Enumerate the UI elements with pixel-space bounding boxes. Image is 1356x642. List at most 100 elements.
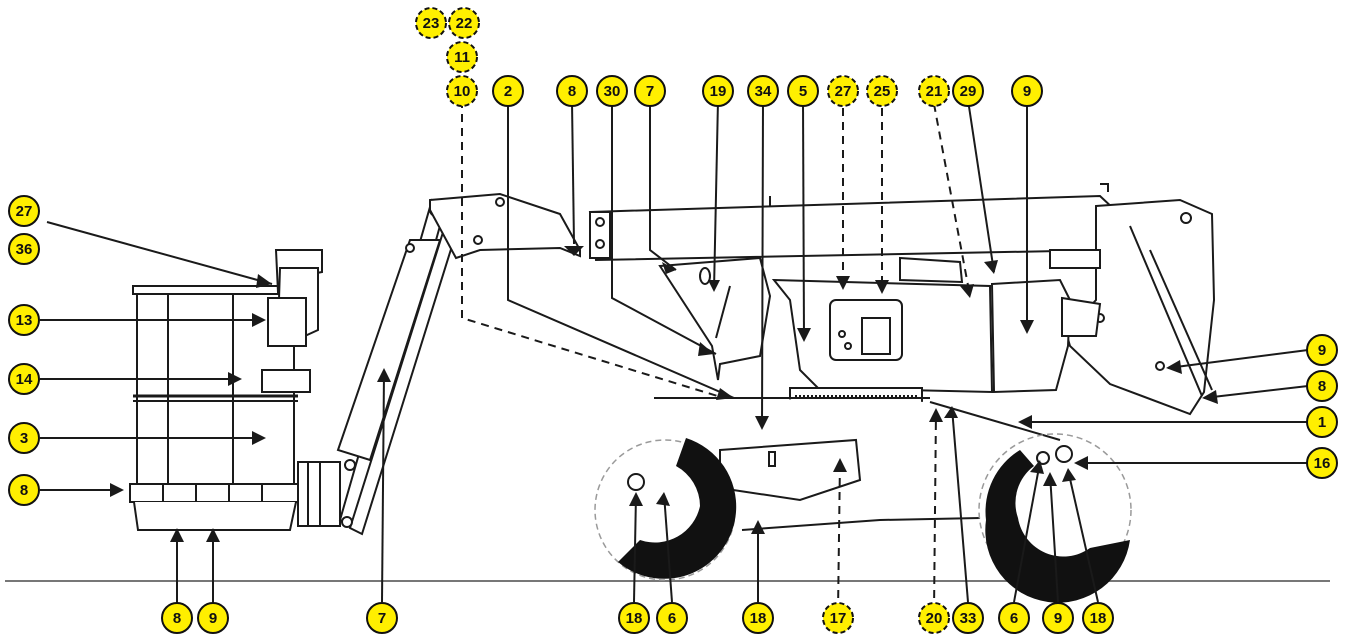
callout-circle — [366, 602, 398, 634]
callout-label: 16 — [1314, 455, 1331, 472]
callout-17: 17 — [822, 602, 854, 634]
callout-label: 34 — [755, 83, 772, 100]
turntable — [658, 249, 1102, 409]
callout-label: 8 — [1318, 378, 1326, 395]
callout-circle — [1306, 334, 1338, 366]
callout-33: 33 — [952, 602, 984, 634]
callout-circle — [747, 75, 779, 107]
callout-27: 27 — [8, 195, 40, 227]
callout-circle — [822, 602, 854, 634]
callout-13: 13 — [8, 304, 40, 336]
callout-label: 20 — [926, 610, 943, 627]
callout-9: 9 — [1306, 334, 1338, 366]
callout-label: 9 — [1318, 342, 1326, 359]
callout-34: 34 — [747, 75, 779, 107]
callout-2: 2 — [492, 75, 524, 107]
callout-circle — [702, 75, 734, 107]
callout-label: 7 — [378, 610, 386, 627]
callout-label: 27 — [16, 203, 33, 220]
callout-11: 11 — [446, 41, 478, 73]
callout-label: 13 — [16, 312, 33, 329]
callout-circle — [8, 422, 40, 454]
callout-circle — [446, 41, 478, 73]
callout-label: 1 — [1318, 414, 1326, 431]
callout-7: 7 — [366, 602, 398, 634]
callout-23: 23 — [415, 7, 447, 39]
callout-label: 2 — [504, 83, 512, 100]
callout-20: 20 — [918, 602, 950, 634]
callout-label: 8 — [568, 83, 576, 100]
callout-label: 9 — [1054, 610, 1062, 627]
callout-16: 16 — [1306, 447, 1338, 479]
callout-circle — [197, 602, 229, 634]
callout-36: 36 — [8, 233, 40, 265]
callout-label: 10 — [454, 83, 471, 100]
callout-circle — [161, 602, 193, 634]
callout-circle — [1306, 447, 1338, 479]
callout-8: 8 — [1306, 370, 1338, 402]
arrowheads — [110, 246, 1218, 542]
callout-27: 27 — [827, 75, 859, 107]
callout-circle — [1042, 602, 1074, 634]
callout-circle — [952, 75, 984, 107]
callout-label: 9 — [1023, 83, 1031, 100]
callout-circle — [448, 7, 480, 39]
callout-circle — [8, 474, 40, 506]
callout-circle — [8, 195, 40, 227]
callout-circle — [8, 233, 40, 265]
callout-label: 14 — [16, 371, 33, 388]
callout-circle — [827, 75, 859, 107]
callout-7: 7 — [634, 75, 666, 107]
callout-circle — [918, 75, 950, 107]
callout-21: 21 — [918, 75, 950, 107]
callout-18: 18 — [742, 602, 774, 634]
callout-label: 8 — [173, 610, 181, 627]
callout-8: 8 — [8, 474, 40, 506]
callout-14: 14 — [8, 363, 40, 395]
callout-label: 3 — [20, 430, 28, 447]
callout-label: 33 — [960, 610, 977, 627]
callout-1: 1 — [1306, 406, 1338, 438]
callout-8: 8 — [161, 602, 193, 634]
callout-circle — [446, 75, 478, 107]
callout-circle — [742, 602, 774, 634]
callout-label: 18 — [1090, 610, 1107, 627]
callout-label: 27 — [835, 83, 852, 100]
callout-circle — [492, 75, 524, 107]
callout-label: 22 — [456, 15, 473, 32]
callout-circle — [1306, 370, 1338, 402]
callout-label: 36 — [16, 241, 33, 258]
callout-label: 8 — [20, 482, 28, 499]
leader-lines — [40, 99, 1309, 613]
callout-6: 6 — [656, 602, 688, 634]
callout-label: 30 — [604, 83, 621, 100]
callout-circle — [918, 602, 950, 634]
callout-3: 3 — [8, 422, 40, 454]
callout-18: 18 — [1082, 602, 1114, 634]
callout-label: 18 — [750, 610, 767, 627]
callout-8: 8 — [556, 75, 588, 107]
callout-18: 18 — [618, 602, 650, 634]
callout-label: 21 — [926, 83, 943, 100]
callout-label: 11 — [454, 49, 470, 66]
callout-label: 25 — [874, 83, 891, 100]
callout-9: 9 — [1042, 602, 1074, 634]
front-wheel — [594, 438, 737, 581]
callout-22: 22 — [448, 7, 480, 39]
callout-circle — [787, 75, 819, 107]
callout-circle — [1082, 602, 1114, 634]
callout-circle — [634, 75, 666, 107]
callout-label: 29 — [960, 83, 977, 100]
callout-circle — [415, 7, 447, 39]
callout-circle — [8, 363, 40, 395]
callout-label: 23 — [423, 15, 440, 32]
callout-label: 6 — [1010, 610, 1018, 627]
callout-29: 29 — [952, 75, 984, 107]
callout-circle — [656, 602, 688, 634]
callout-label: 7 — [646, 83, 654, 100]
callout-19: 19 — [702, 75, 734, 107]
callout-9: 9 — [1011, 75, 1043, 107]
callout-10: 10 — [446, 75, 478, 107]
